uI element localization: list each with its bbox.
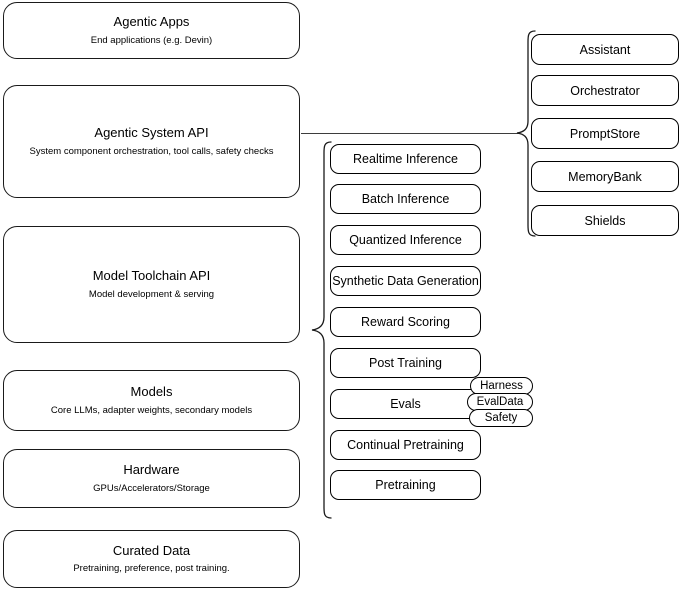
stack-box-title: Agentic System API (94, 125, 209, 141)
stack-box-subtitle: System component orchestration, tool cal… (29, 145, 274, 157)
capability-label: Pretraining (375, 478, 436, 492)
brace-toolchain-capabilities (310, 141, 332, 519)
system-component-label: PromptStore (569, 126, 641, 141)
capability-label: Batch Inference (361, 192, 450, 206)
stack-box-subtitle: End applications (e.g. Devin) (90, 34, 213, 46)
stack-box-title: Curated Data (112, 542, 191, 558)
capability-post-training[interactable]: Post Training (330, 348, 481, 378)
system-component-assistant[interactable]: Assistant (531, 34, 679, 65)
stack-box-models[interactable]: Models Core LLMs, adapter weights, secon… (3, 370, 300, 431)
eval-tag-safety[interactable]: Safety (469, 409, 533, 427)
stack-box-subtitle: Pretraining, preference, post training. (73, 563, 230, 575)
capability-quantized-inference[interactable]: Quantized Inference (330, 225, 481, 255)
system-component-label: Assistant (579, 42, 631, 57)
eval-tag-evaldata[interactable]: EvalData (467, 393, 533, 411)
capability-pretraining[interactable]: Pretraining (330, 470, 481, 500)
system-component-label: Shields (584, 213, 626, 228)
system-component-shields[interactable]: Shields (531, 205, 679, 236)
stack-box-title: Models (130, 384, 173, 400)
capability-batch-inference[interactable]: Batch Inference (330, 184, 481, 214)
connector-system-api-to-components (301, 133, 519, 134)
system-component-memorybank[interactable]: MemoryBank (531, 161, 679, 192)
capability-label: Post Training (369, 356, 442, 370)
stack-box-subtitle: GPUs/Accelerators/Storage (93, 482, 210, 494)
stack-box-title: Model Toolchain API (92, 268, 211, 284)
stack-box-model-toolchain-api[interactable]: Model Toolchain API Model development & … (3, 226, 300, 343)
stack-box-title: Hardware (123, 462, 180, 478)
capability-label: Continual Pretraining (347, 438, 464, 452)
stack-box-title: Agentic Apps (113, 14, 190, 30)
capability-evals[interactable]: Evals (330, 389, 481, 419)
stack-box-curated-data[interactable]: Curated Data Pretraining, preference, po… (3, 530, 300, 588)
stack-box-agentic-apps[interactable]: Agentic Apps End applications (e.g. Devi… (3, 2, 300, 59)
capability-synthetic-data-generation[interactable]: Synthetic Data Generation (330, 266, 481, 296)
capability-realtime-inference[interactable]: Realtime Inference (330, 144, 481, 174)
capability-continual-pretraining[interactable]: Continual Pretraining (330, 430, 481, 460)
capability-reward-scoring[interactable]: Reward Scoring (330, 307, 481, 337)
eval-tag-label: EvalData (476, 396, 524, 408)
eval-tag-label: Safety (484, 412, 518, 424)
capability-label: Reward Scoring (361, 315, 450, 329)
stack-box-agentic-system-api[interactable]: Agentic System API System component orch… (3, 85, 300, 198)
system-component-orchestrator[interactable]: Orchestrator (531, 75, 679, 106)
capability-label: Quantized Inference (349, 233, 462, 247)
system-component-label: Orchestrator (570, 83, 640, 98)
system-component-promptstore[interactable]: PromptStore (531, 118, 679, 149)
eval-tag-label: Harness (480, 380, 523, 392)
brace-system-components (516, 30, 536, 238)
stack-box-subtitle: Model development & serving (88, 288, 215, 300)
system-component-label: MemoryBank (568, 169, 642, 184)
capability-label: Synthetic Data Generation (332, 274, 479, 288)
capability-label: Evals (390, 397, 421, 411)
capability-label: Realtime Inference (353, 152, 458, 166)
stack-box-subtitle: Core LLMs, adapter weights, secondary mo… (50, 404, 253, 416)
eval-tag-harness[interactable]: Harness (470, 377, 533, 395)
stack-box-hardware[interactable]: Hardware GPUs/Accelerators/Storage (3, 449, 300, 508)
